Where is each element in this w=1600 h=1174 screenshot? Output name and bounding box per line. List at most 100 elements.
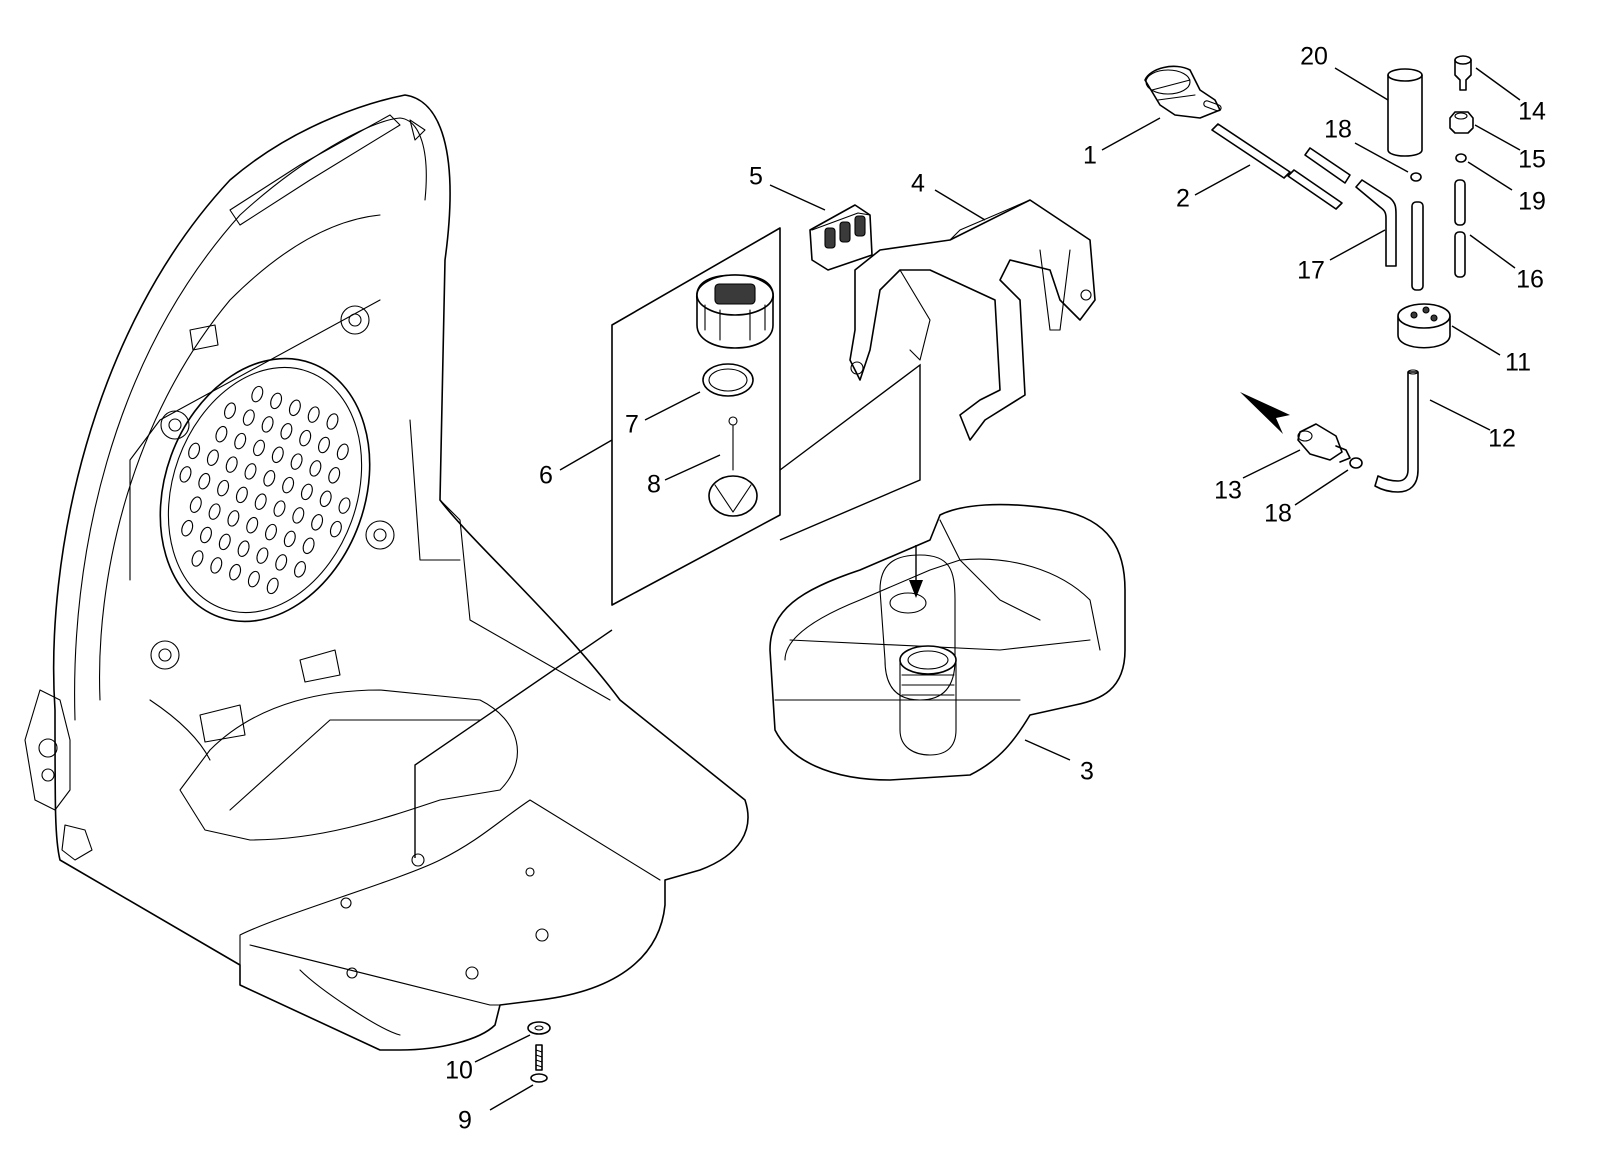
- tube-16-part: [1454, 179, 1466, 278]
- callout-9: 9: [458, 1107, 472, 1135]
- grille-hole: [283, 530, 296, 548]
- grille-hole: [275, 554, 288, 571]
- grille-hole: [271, 446, 284, 464]
- grille-hole: [300, 483, 313, 501]
- grille-hole: [261, 416, 274, 433]
- frame-mount-bosses: [150, 305, 395, 670]
- grille-hole: [189, 496, 202, 513]
- grille-hole: [188, 442, 201, 460]
- ring-19-part: [1455, 153, 1467, 163]
- callout-6: 6: [539, 462, 553, 490]
- grille-hole: [265, 523, 277, 541]
- grille-hole: [234, 432, 247, 450]
- callout-16: 16: [1516, 266, 1544, 294]
- grille-hole: [198, 472, 211, 490]
- callout-18-top: 18: [1324, 116, 1352, 144]
- bolt-9-part: [530, 1044, 548, 1083]
- callout-13: 13: [1214, 477, 1242, 505]
- grille-hole: [251, 385, 264, 403]
- grille-hole: [246, 516, 259, 534]
- nut-15-part: [1449, 111, 1474, 134]
- grille-hole: [242, 409, 255, 426]
- callout-8: 8: [647, 471, 661, 499]
- callout-3: 3: [1080, 758, 1094, 786]
- grille-hole: [311, 514, 324, 531]
- grille-hole: [292, 507, 305, 524]
- callout-19: 19: [1518, 188, 1546, 216]
- callout-18-bottom: 18: [1264, 500, 1292, 528]
- vent-fitting-part: [1144, 65, 1222, 119]
- tube-17-part: [1304, 147, 1397, 267]
- callout-1: 1: [1083, 142, 1097, 170]
- grille-hole: [309, 460, 322, 477]
- grille-hole: [302, 537, 315, 555]
- grille-hole: [235, 486, 248, 504]
- callout-17: 17: [1297, 257, 1325, 285]
- grille-hole: [336, 443, 349, 461]
- grille-hole: [229, 563, 242, 581]
- callout-15: 15: [1518, 146, 1546, 174]
- grille-hole: [266, 577, 279, 595]
- grille-hole: [326, 413, 339, 430]
- grille-hole: [244, 463, 257, 480]
- grille-hole: [282, 476, 295, 494]
- grille-hole: [218, 533, 231, 551]
- grille-hole: [307, 406, 320, 423]
- o-ring-part: [702, 363, 754, 397]
- grille-hole: [215, 425, 228, 443]
- fuel-cap-kit-box: [611, 227, 921, 606]
- fuel-cap-part: [696, 274, 774, 349]
- grille-hole: [256, 547, 269, 564]
- callout-14: 14: [1518, 98, 1546, 126]
- ring-18-bottom: [1349, 457, 1363, 469]
- grille-hole: [247, 570, 260, 588]
- grille-hole: [288, 399, 301, 417]
- grille-hole: [263, 470, 276, 487]
- grille-hole: [328, 467, 341, 484]
- grille-hole: [224, 402, 236, 419]
- leader-lines: [474, 67, 1521, 1111]
- grille-hole: [338, 497, 351, 514]
- intake-screen-grille: [159, 357, 371, 623]
- grille-hole: [318, 436, 330, 454]
- grille-hole: [206, 449, 219, 466]
- ring-18-top: [1410, 172, 1422, 182]
- grille-hole: [227, 510, 240, 527]
- screw-14-part: [1454, 55, 1472, 91]
- tube-2-part: [1211, 123, 1343, 210]
- grille-hole: [294, 561, 306, 578]
- fuel-tank-part: [769, 503, 1126, 781]
- fuel-strainer-part: [708, 416, 758, 517]
- tube-center-part: [1411, 201, 1424, 291]
- grille-hole: [319, 490, 332, 508]
- fuel-line-12-part: [1374, 371, 1419, 493]
- grille-hole: [237, 540, 250, 557]
- callout-12: 12: [1488, 425, 1516, 453]
- tank-strap-part: [849, 199, 1096, 441]
- grille-hole: [270, 392, 283, 410]
- callout-2: 2: [1176, 185, 1190, 213]
- grille-hole: [210, 557, 223, 574]
- tank-grommet-11-part: [1397, 303, 1451, 349]
- washer-10-part: [527, 1021, 551, 1035]
- callout-20: 20: [1300, 43, 1328, 71]
- grille-hole: [299, 429, 312, 447]
- grille-hole: [179, 466, 192, 483]
- direction-arrow: [1240, 392, 1290, 434]
- callout-11: 11: [1505, 349, 1531, 377]
- frame-to-kit-leader: [414, 629, 613, 858]
- grille-hole: [200, 526, 212, 544]
- grille-hole: [253, 439, 265, 457]
- grille-hole: [217, 479, 230, 497]
- grille-hole: [191, 550, 204, 567]
- grille-hole: [329, 520, 342, 538]
- callout-5: 5: [749, 163, 763, 191]
- grille-hole: [273, 500, 286, 517]
- filter-sleeve-part: [1387, 68, 1423, 157]
- callout-4: 4: [911, 170, 925, 198]
- grille-hole: [208, 503, 221, 520]
- grille-hole: [290, 453, 303, 470]
- grille-hole: [181, 519, 194, 537]
- callout-labels: 1 2 3 4 5 6 7 8 9 10 11 12 13 14 15 16 1…: [445, 43, 1546, 1135]
